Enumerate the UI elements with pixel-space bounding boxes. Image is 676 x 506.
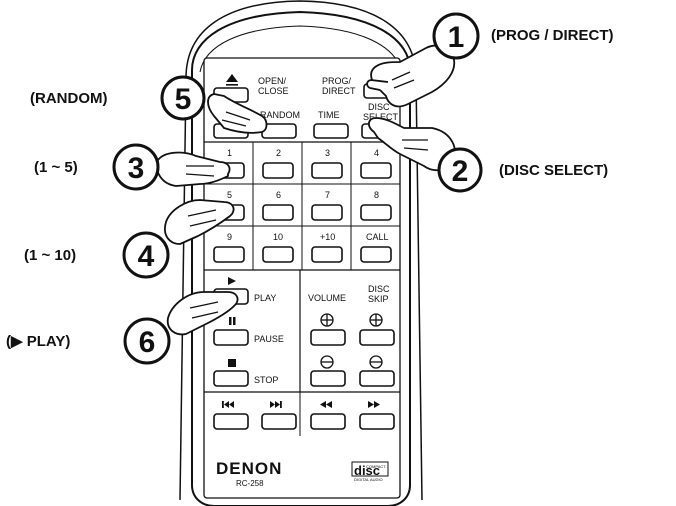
call-button[interactable] (360, 246, 392, 263)
disc-skip-up-button[interactable] (359, 329, 395, 346)
random-label: RANDOM (260, 110, 300, 120)
callout-label-4: (1 ~ 10) (24, 247, 76, 264)
hand-6 (166, 291, 239, 336)
eject-icon (226, 74, 238, 82)
hand-4 (164, 199, 235, 245)
disc-select-label-2: SELECT (363, 112, 399, 122)
minus-icon (320, 355, 383, 369)
stop-button[interactable] (213, 370, 249, 387)
pause-button[interactable] (213, 329, 249, 346)
callout-number-1: 1 (448, 21, 465, 54)
pause-label: PAUSE (254, 334, 284, 344)
num-button-4[interactable] (360, 162, 392, 179)
skip-forward-icon (270, 401, 282, 408)
plus-icon (320, 313, 383, 327)
open-close-label-1: OPEN/ (258, 76, 287, 86)
callout-label-2: (DISC SELECT) (499, 162, 608, 179)
brand-logo: DENON (216, 459, 282, 478)
callout-number-2: 2 (452, 155, 469, 188)
num-button-plus10[interactable] (311, 246, 343, 263)
callout-number-3: 3 (128, 152, 145, 185)
num-label-6: 6 (276, 190, 281, 200)
num-label-1: 1 (227, 148, 232, 158)
num-button-9[interactable] (213, 246, 245, 263)
pause-icon-bar-2 (233, 317, 236, 325)
num-label-3: 3 (325, 148, 330, 158)
callout-label-6: (▶ PLAY) (6, 333, 70, 350)
play-icon (228, 277, 236, 285)
num-button-2[interactable] (262, 162, 294, 179)
num-label-plus10: +10 (320, 232, 335, 242)
num-button-8[interactable] (360, 204, 392, 221)
disc-skip-label-2: SKIP (368, 294, 389, 304)
num-button-6[interactable] (262, 204, 294, 221)
pause-icon-bar-1 (229, 317, 232, 325)
callout-label-1: (PROG / DIRECT) (491, 27, 614, 44)
callout-label-5: (RANDOM) (30, 90, 107, 107)
compact-disc-logo: COMPACT disc DIGITAL AUDIO (351, 461, 389, 482)
skip-back-button[interactable] (213, 413, 249, 430)
open-close-label-2: CLOSE (258, 86, 289, 96)
callout-2: 2 (DISC SELECT) (437, 147, 608, 193)
hand-2 (368, 117, 456, 172)
num-label-10: 10 (273, 232, 283, 242)
skip-back-icon (222, 401, 234, 408)
fast-forward-button[interactable] (359, 413, 395, 430)
callout-5: 5 (RANDOM) (30, 75, 206, 121)
play-label: PLAY (254, 293, 276, 303)
time-button[interactable] (313, 123, 349, 139)
callout-1: 1 (PROG / DIRECT) (432, 12, 614, 60)
model-number: RC-258 (236, 479, 264, 488)
disc-skip-label-1: DISC (368, 284, 390, 294)
disc-select-label-1: DISC (368, 102, 390, 112)
num-label-8: 8 (374, 190, 379, 200)
rewind-button[interactable] (310, 413, 346, 430)
prog-direct-label-1: PROG/ (322, 76, 352, 86)
num-button-7[interactable] (311, 204, 343, 221)
svg-text:DIGITAL AUDIO: DIGITAL AUDIO (354, 477, 383, 482)
volume-down-button[interactable] (310, 370, 346, 387)
stop-label: STOP (254, 375, 278, 385)
callout-3: 3 (1 ~ 5) (34, 143, 160, 191)
time-label: TIME (318, 110, 340, 120)
callout-6: 6 (▶ PLAY) (6, 317, 171, 365)
num-label-9: 9 (227, 232, 232, 242)
callout-number-5: 5 (175, 83, 192, 116)
volume-up-button[interactable] (310, 329, 346, 346)
svg-text:COMPACT: COMPACT (366, 464, 386, 469)
callout-4: 4 (1 ~ 10) (24, 231, 170, 279)
callout-label-3: (1 ~ 5) (34, 159, 78, 176)
svg-text:disc: disc (354, 463, 380, 478)
hand-1 (366, 44, 456, 108)
num-label-5: 5 (227, 190, 232, 200)
rewind-icon (320, 401, 332, 408)
num-label-4: 4 (374, 148, 379, 158)
callout-number-6: 6 (139, 326, 156, 359)
callout-number-4: 4 (138, 240, 155, 273)
fast-forward-icon (368, 401, 380, 408)
num-label-call: CALL (366, 232, 389, 242)
disc-skip-down-button[interactable] (359, 370, 395, 387)
hand-5 (207, 93, 268, 134)
num-button-10[interactable] (262, 246, 294, 263)
skip-search-section (213, 401, 395, 430)
stop-icon (228, 359, 236, 367)
num-button-3[interactable] (311, 162, 343, 179)
volume-label: VOLUME (308, 293, 346, 303)
num-label-7: 7 (325, 190, 330, 200)
skip-forward-button[interactable] (261, 413, 297, 430)
num-label-2: 2 (276, 148, 281, 158)
prog-direct-label-2: DIRECT (322, 86, 356, 96)
